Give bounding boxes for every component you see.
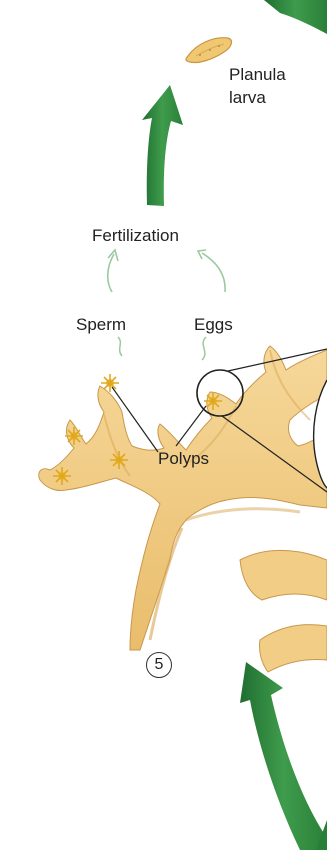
larva-label: larva [229,88,266,108]
eggs-squiggle [202,337,206,360]
up-arrow-to-larva [142,85,183,206]
planula-label: Planula [229,65,286,85]
eggs-label: Eggs [194,315,233,335]
top-cycle-arrow [264,0,327,34]
polyps-label: Polyps [158,449,209,469]
hydroid-colony [39,346,327,672]
planula-larva [186,38,232,63]
sperm-squiggle [118,337,122,356]
bottom-cycle-arrow [240,662,327,850]
fertilization-label: Fertilization [92,226,179,246]
eggs-to-fertilization-arrow [198,250,225,292]
sperm-to-fertilization-arrow [108,250,118,292]
sperm-label: Sperm [76,315,126,335]
step-number-badge: 5 [146,652,172,678]
